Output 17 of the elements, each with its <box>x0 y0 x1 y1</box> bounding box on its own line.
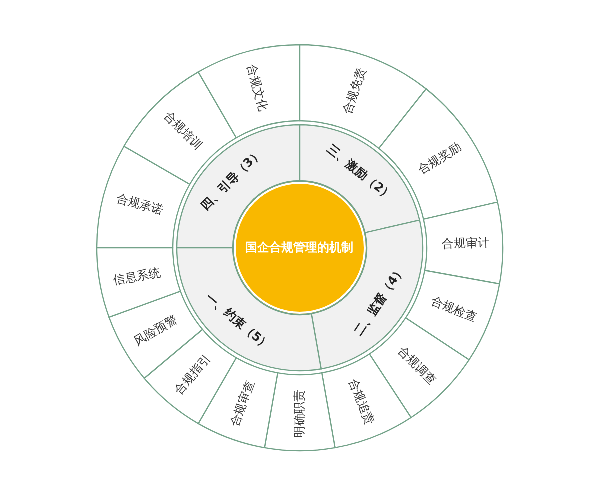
sector-label: 二、监督（4） <box>352 264 408 338</box>
segment-label: 合规指引 <box>172 352 214 398</box>
segment-label: 合规免责 <box>340 66 369 116</box>
segment-label: 合规审计 <box>442 236 490 252</box>
segment-label: 合规追责 <box>346 378 376 428</box>
center-label: 国企合规管理的机制 <box>246 240 354 254</box>
sector-label: 一、约束（5） <box>203 290 274 352</box>
segment-label: 合规检查 <box>429 294 479 325</box>
sector-label: 三、激励（2） <box>324 142 396 204</box>
segment-label: 合规调查 <box>396 344 439 388</box>
segment-label: 合规审查 <box>228 379 258 429</box>
segment-label: 信息系统 <box>112 266 162 288</box>
segment-label: 合规文化 <box>244 62 270 113</box>
segment-label: 合规承诺 <box>114 192 165 218</box>
segment-label: 风险预警 <box>132 313 180 349</box>
segment-label: 明确职责 <box>293 390 307 438</box>
segment-label: 合规奖励 <box>416 141 464 178</box>
